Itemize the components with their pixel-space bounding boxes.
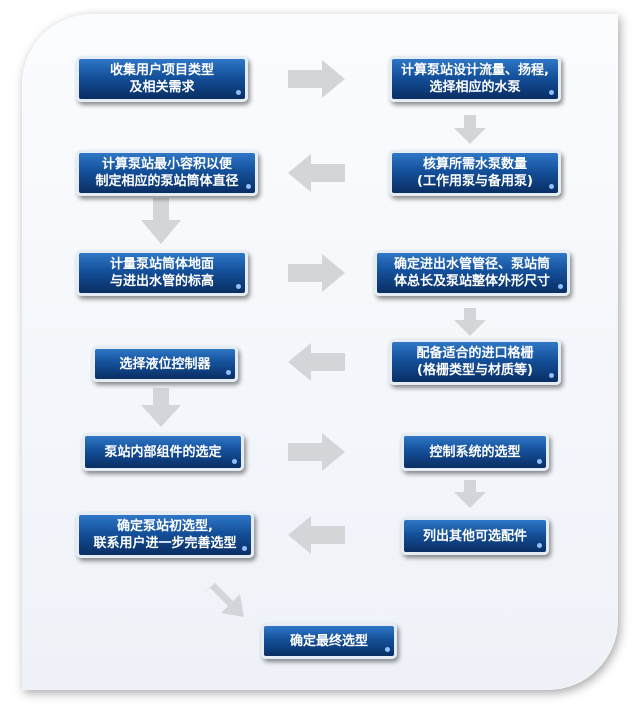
step-elevations: 计量泵站筒体地面 与进出水管的标高 [76,250,248,296]
step-level-controller: 选择液位控制器 [92,346,238,382]
step-check-pump-count: 核算所需水泵数量 (工作用泵与备用泵) [389,150,561,196]
arrow-left-s7-s8 [288,343,345,381]
arrow-down-s4-s5 [141,198,181,244]
step-inlet-screen: 配备适合的进口格栅 (格栅类型与材质等) [389,339,561,385]
step-calc-min-volume: 计算泵站最小容积以便 制定相应的泵站筒体直径 [76,150,258,196]
step-pipe-diameter-dimensions: 确定进出水管管径、泵站筒 体总长及泵站整体外形尺寸 [374,250,570,296]
arrow-right-s1-s2 [288,60,345,98]
arrow-right-s5-s6 [288,254,345,292]
arrow-down-s6-s7 [454,308,486,336]
step-final-selection: 确定最终选型 [261,623,397,659]
step-preliminary-selection: 确定泵站初选型, 联系用户进一步完善选型 [76,512,254,558]
step-calc-flow-head: 计算泵站设计流量、扬程, 选择相应的水泵 [389,56,561,102]
arrow-right-s9-s10 [288,433,345,471]
step-internal-components: 泵站内部组件的选定 [82,433,244,471]
arrow-down-s8-s9 [141,388,181,427]
arrow-down-s2-s3 [454,115,486,144]
arrow-down-s10-s11 [454,480,486,508]
arrow-left-s3-s4 [288,154,345,192]
arrow-left-s11-s12 [288,516,345,554]
step-optional-accessories: 列出其他可选配件 [401,517,549,555]
step-control-system: 控制系统的选型 [401,433,549,471]
step-collect-requirements: 收集用户项目类型 及相关需求 [76,56,248,102]
arrow-diag-s12-s13 [203,583,244,617]
